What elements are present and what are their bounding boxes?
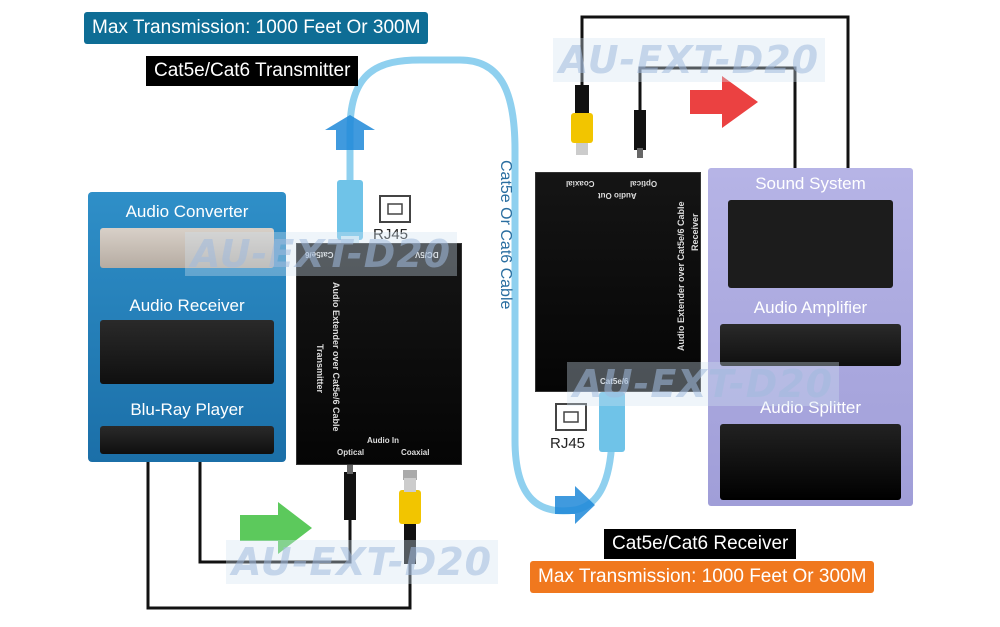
tx-audio-in-label: Audio In — [367, 436, 399, 445]
watermark-bottom: AU-EXT-D20 — [226, 540, 499, 584]
optical-wire-right — [638, 66, 797, 168]
transmitter-label: Cat5e/Cat6 Transmitter — [146, 56, 359, 86]
rx-title: Audio Extender over Cat5e/6 Cable — [676, 201, 686, 351]
source-title-audio-receiver: Audio Receiver — [129, 296, 245, 315]
watermark-left: AU-EXT-D20 — [185, 232, 458, 276]
rca-plug-left-icon — [399, 470, 421, 564]
cable-label: Cat5e Or Cat6 Cable — [497, 160, 514, 310]
sound-system-device — [728, 200, 893, 288]
rca-plug-right-icon — [571, 85, 593, 155]
audio-amplifier-device — [720, 324, 901, 366]
max-transmission-label-top: Max Transmission: 1000 Feet Or 300M — [84, 12, 429, 44]
rx-role: Receiver — [690, 213, 700, 251]
tx-optical-label: Optical — [337, 448, 365, 457]
sink-devices-panel: Sound System Audio Amplifier Audio Split… — [708, 168, 913, 506]
rj45-label-right: RJ45 — [550, 435, 586, 452]
upload-arrow-icon — [325, 115, 375, 150]
tx-coaxial-label: Coaxial — [401, 448, 430, 457]
cable-label-wrap: Cat5e Or Cat6 Cable — [492, 160, 518, 360]
source-devices-panel: Audio Converter Audio Receiver Blu-Ray P… — [88, 192, 286, 462]
tx-title: Audio Extender over Cat5e/6 Cable — [331, 282, 341, 432]
blu-ray-player-device — [100, 426, 274, 454]
right-arrow-green-icon — [240, 502, 312, 554]
tx-role: Transmitter — [315, 344, 325, 394]
optical-plug-right-icon — [634, 110, 646, 158]
rj45-socket-left-icon — [379, 195, 411, 223]
optical-wire-left — [198, 462, 352, 564]
rx-audio-out-label: Audio Out — [598, 191, 637, 200]
right-arrow-blue-icon — [555, 486, 595, 524]
audio-receiver-device — [100, 320, 274, 384]
audio-converter-device — [100, 228, 274, 268]
watermark-top: AU-EXT-D20 — [553, 38, 826, 82]
sink-title-audio-splitter: Audio Splitter — [759, 398, 862, 417]
rx-coaxial-label: Coaxial — [566, 179, 595, 188]
coaxial-wire-right — [580, 15, 850, 168]
rj45-connector-right-icon — [599, 392, 625, 452]
max-transmission-label-bottom: Max Transmission: 1000 Feet Or 300M — [530, 561, 875, 593]
receiver-label: Cat5e/Cat6 Receiver — [604, 529, 797, 559]
rx-optical-label: Optical — [630, 179, 658, 188]
rj45-connector-left-icon — [337, 180, 363, 246]
receiver-box: Coaxial Optical Audio Out Audio Extender… — [535, 172, 701, 392]
right-arrow-red-icon — [690, 76, 758, 128]
transmitter-box: Cat5e/6 DC/5V Audio Extender over Cat5e/… — [296, 243, 462, 465]
sink-title-sound-system: Sound System — [755, 174, 866, 193]
audio-splitter-device — [720, 424, 901, 500]
watermark-right: AU-EXT-D20 — [567, 362, 840, 406]
sink-title-audio-amplifier: Audio Amplifier — [753, 298, 868, 317]
source-title-blu-ray: Blu-Ray Player — [130, 400, 244, 419]
coaxial-wire-left — [146, 462, 412, 610]
rj45-socket-right-icon — [555, 403, 587, 431]
source-title-audio-converter: Audio Converter — [125, 202, 249, 221]
optical-plug-left-icon — [344, 464, 356, 520]
rj45-label-left: RJ45 — [373, 226, 409, 243]
rx-port-label: Cat5e/6 — [600, 377, 629, 386]
